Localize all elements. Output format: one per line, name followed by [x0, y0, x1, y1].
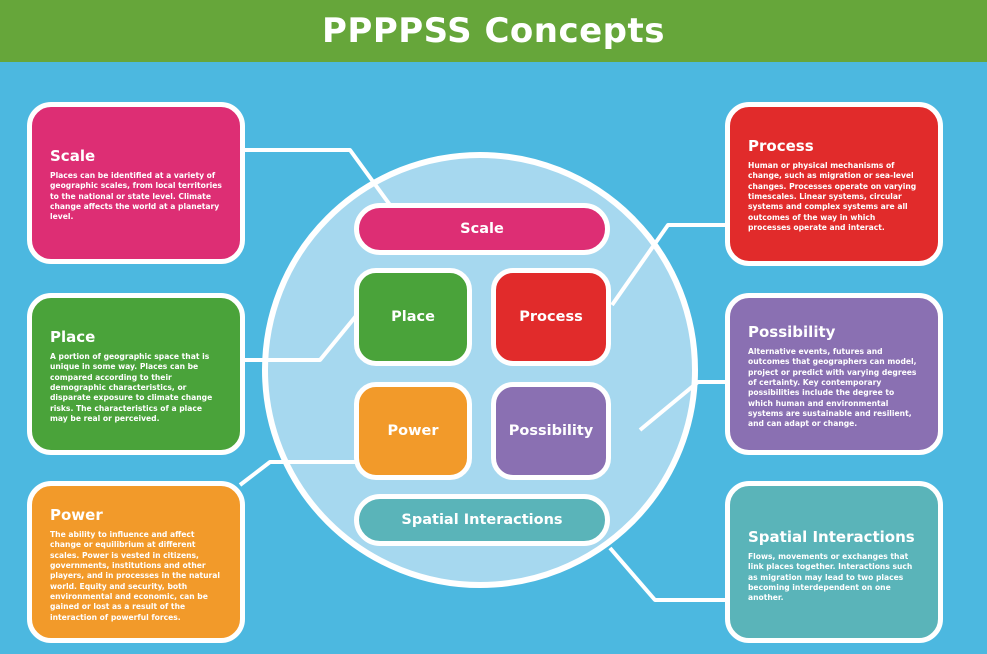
header-banner: PPPPSS Concepts: [0, 0, 987, 62]
card-possibility-title: Possibility: [748, 323, 836, 341]
card-possibility-text: Alternative events, futures and outcomes…: [748, 347, 917, 429]
centre-spatial-interactions: Spatial Interactions: [354, 494, 610, 546]
card-spatial-title: Spatial Interactions: [748, 528, 915, 546]
card-power-text: The ability to influence and affect chan…: [50, 530, 221, 622]
card-process: Process Human or physical mechanisms of …: [725, 102, 943, 266]
card-process-title: Process: [748, 137, 814, 155]
card-scale-title: Scale: [50, 147, 96, 165]
card-place-title: Place: [50, 328, 96, 346]
centre-process: Process: [491, 268, 611, 366]
card-possibility: Possibility Alternative events, futures …: [725, 293, 943, 455]
card-spatial-interactions: Spatial Interactions Flows, movements or…: [725, 481, 943, 643]
connector-spatial: [608, 546, 727, 602]
card-power-title: Power: [50, 506, 103, 524]
page-title: PPPPSS Concepts: [321, 11, 666, 51]
connector-scale: [240, 148, 392, 207]
centre-place: Place: [354, 268, 472, 366]
card-scale: Scale Places can be identified at a vari…: [27, 102, 245, 264]
connector-power: [238, 460, 360, 487]
card-spatial-text: Flows, movements or exchanges that link …: [748, 552, 913, 603]
card-process-text: Human or physical mechanisms of change, …: [748, 161, 917, 232]
connector-process: [610, 223, 727, 307]
centre-scale: Scale: [354, 203, 610, 255]
card-scale-text: Places can be identified at a variety of…: [50, 171, 222, 222]
card-place-text: A portion of geographic space that is un…: [50, 352, 213, 423]
card-place: Place A portion of geographic space that…: [27, 293, 245, 455]
connector-place: [240, 303, 367, 362]
centre-power: Power: [354, 382, 472, 480]
card-power: Power The ability to influence and affec…: [27, 481, 245, 643]
centre-possibility: Possibility: [491, 382, 611, 480]
connector-possibility: [638, 380, 727, 432]
